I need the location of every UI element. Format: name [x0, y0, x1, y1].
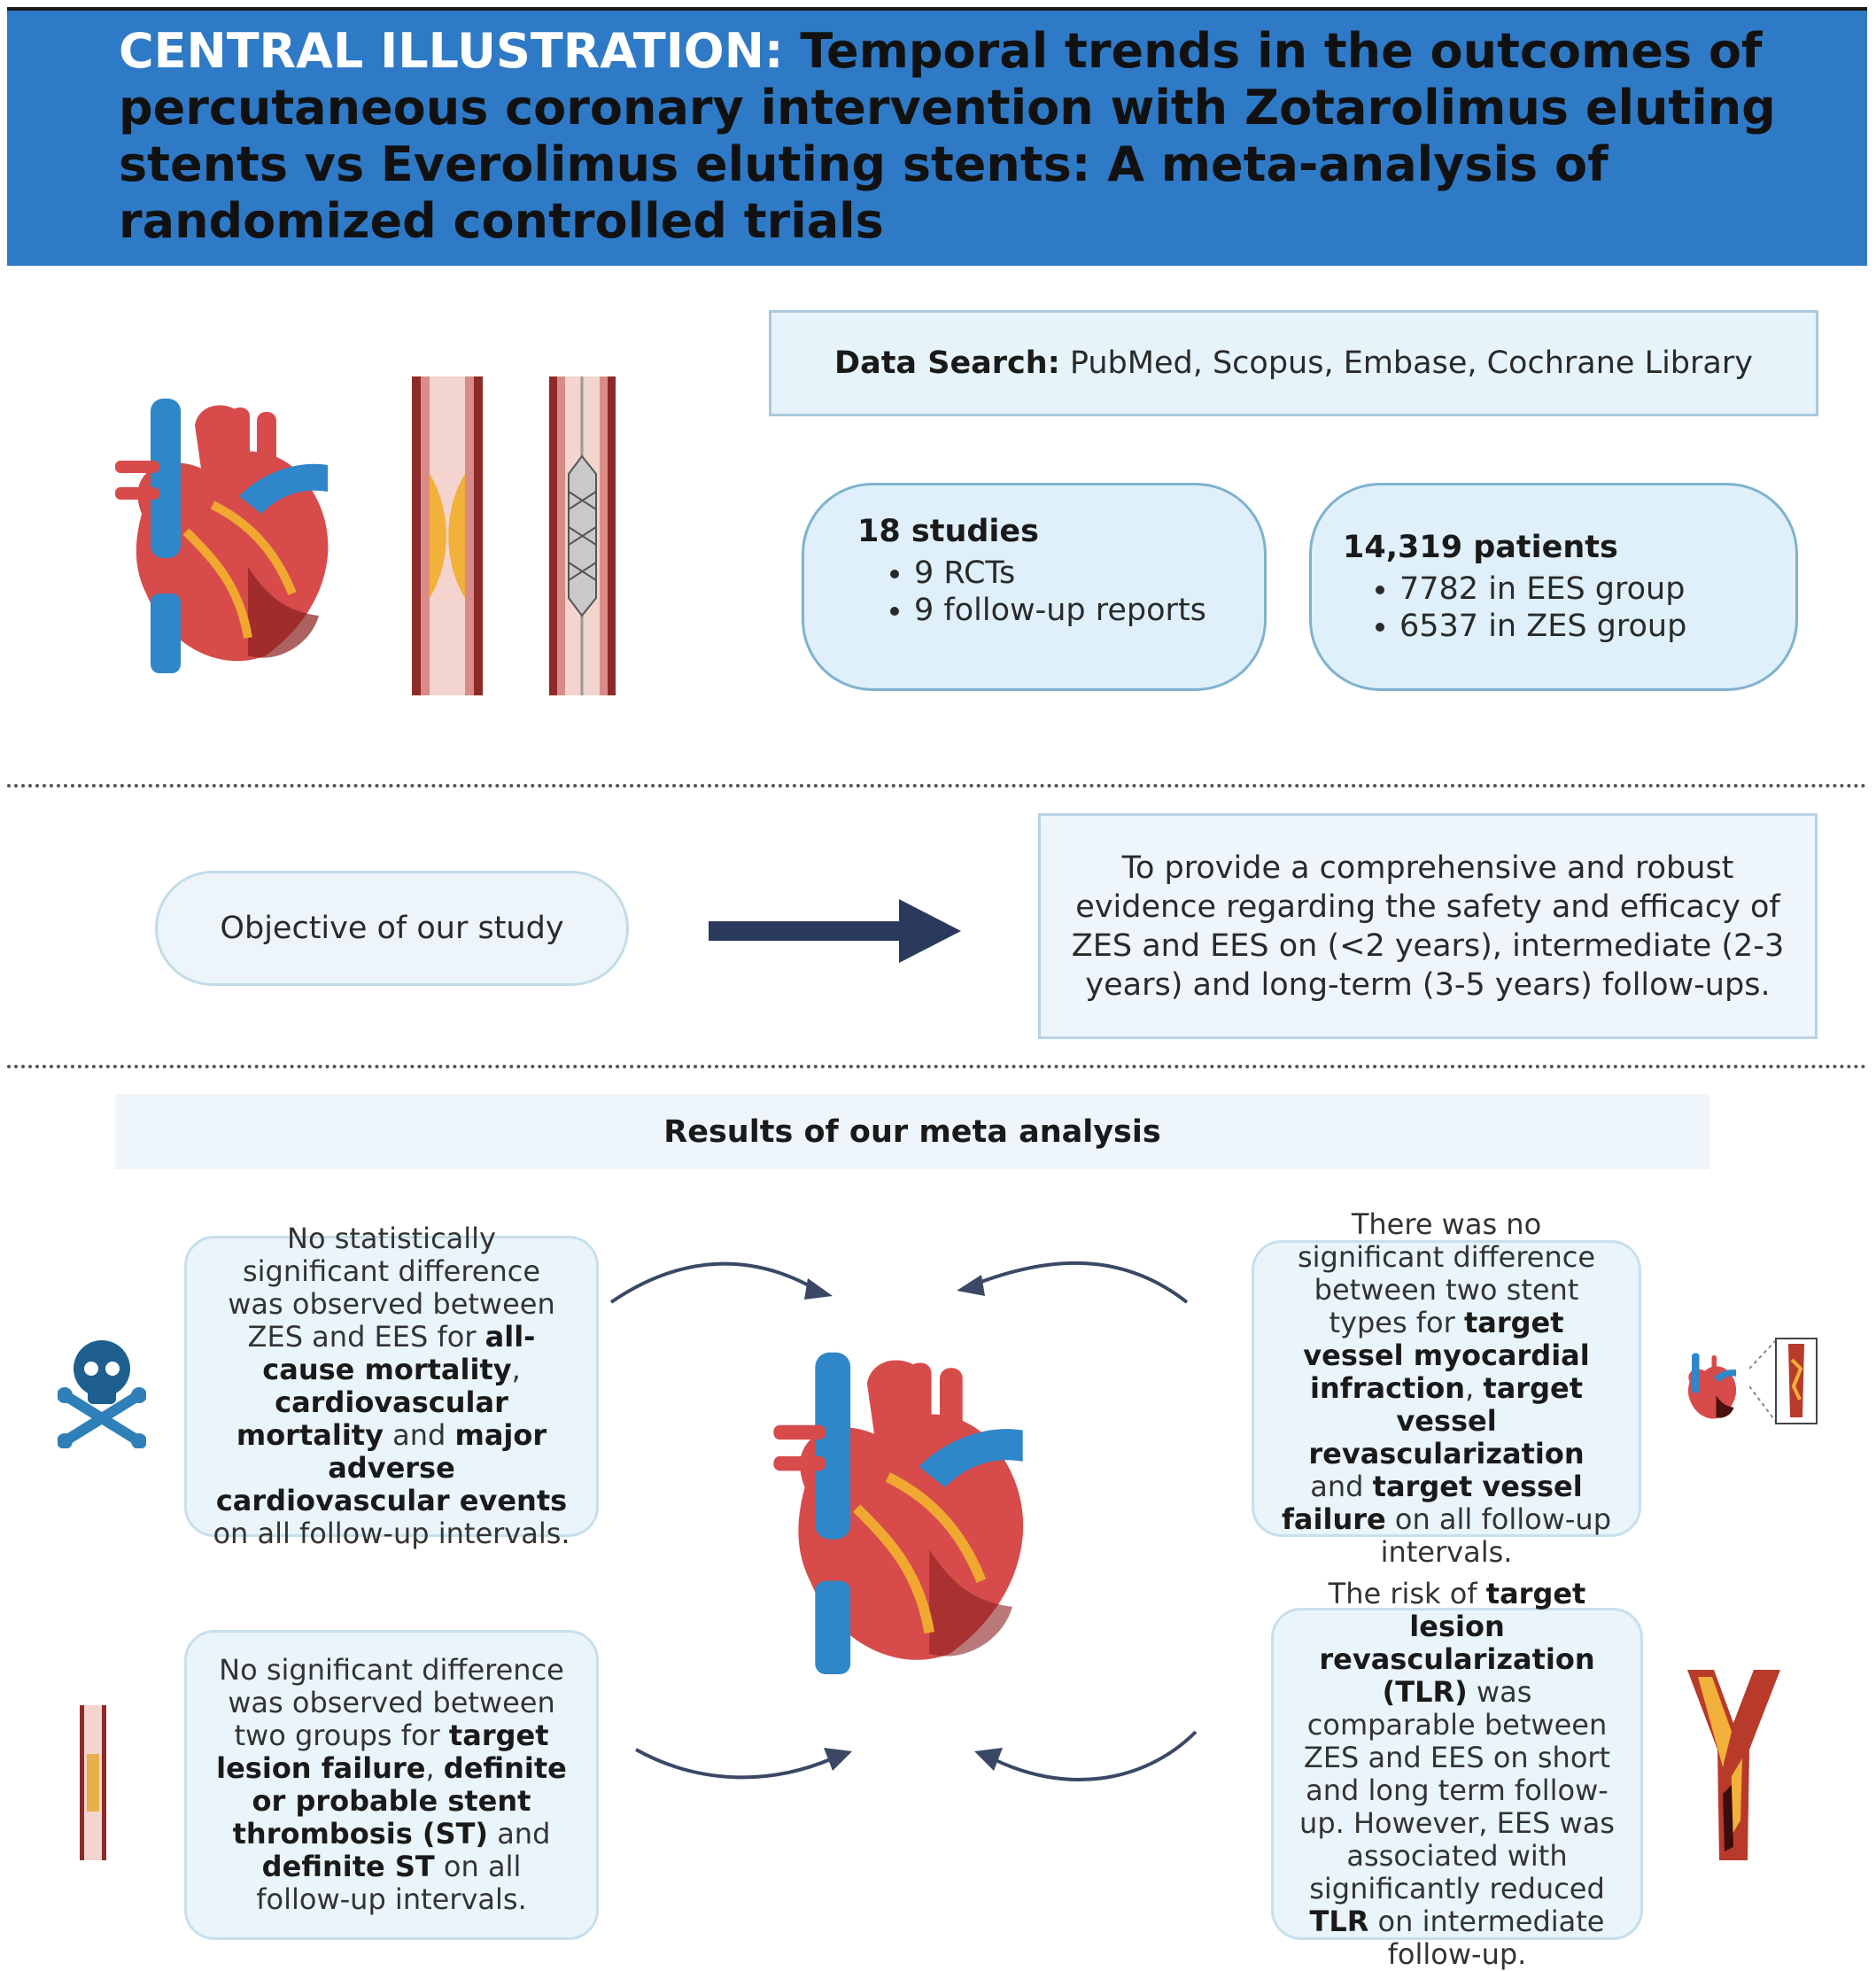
- title-lead: CENTRAL ILLUSTRATION:: [119, 23, 784, 79]
- title-main: Temporal trends in the outcomes of percu…: [119, 23, 1776, 249]
- result-highlight: target lesion failure: [216, 1719, 549, 1785]
- heart-icon: [115, 399, 329, 673]
- result-text: on all follow-up intervals.: [213, 1517, 570, 1550]
- bifurcation-artery-icon: [1687, 1670, 1780, 1860]
- divider: [7, 1065, 1867, 1068]
- result-text: on all follow-up intervals.: [1380, 1502, 1611, 1569]
- results-title-bar: Results of our meta analysis: [115, 1094, 1709, 1169]
- skull-crossbones-icon: [58, 1340, 146, 1448]
- result-text: There was no significant difference betw…: [1297, 1207, 1596, 1339]
- result-highlight: cardiovascular mortality: [236, 1385, 508, 1452]
- results-title: Results of our meta analysis: [663, 1114, 1161, 1150]
- result-highlight: target vessel revascularization: [1308, 1371, 1585, 1470]
- title-text: CENTRAL ILLUSTRATION: Temporal trends in…: [119, 23, 1802, 250]
- stent-balloon-icon: [549, 376, 616, 695]
- result-text: and: [1310, 1470, 1373, 1503]
- result-text: No statistically significant difference …: [228, 1222, 555, 1354]
- stent-vessel-icon: [80, 1705, 106, 1860]
- result-highlight: target vessel failure: [1282, 1470, 1583, 1536]
- result-text: No significant difference was observed b…: [219, 1653, 564, 1752]
- artery-plaque-icon: [412, 376, 483, 695]
- studies-list: 9 RCTs 9 follow-up reports: [857, 555, 1264, 629]
- result-target-vessel-box: There was no significant difference betw…: [1252, 1208, 1641, 1569]
- heart-icon: [1687, 1353, 1737, 1419]
- objective-box: To provide a comprehensive and robust ev…: [1038, 813, 1818, 1039]
- curved-arrows: [609, 1261, 1198, 1781]
- result-text: The risk of: [1328, 1576, 1486, 1610]
- objective-text: To provide a comprehensive and robust ev…: [1071, 850, 1785, 1003]
- result-text: and: [488, 1817, 551, 1851]
- result-text: and: [383, 1418, 455, 1452]
- patients-list: 7782 in EES group 6537 in ZES group: [1343, 570, 1795, 645]
- patients-pill: 14,319 patients 7782 in EES group 6537 i…: [1309, 483, 1798, 691]
- result-highlight: target lesion revascularization (TLR): [1319, 1576, 1595, 1709]
- list-item: 9 RCTs: [914, 555, 1264, 592]
- objective-pill: Objective of our study: [155, 871, 629, 986]
- result-text: on all follow-up intervals.: [256, 1850, 527, 1916]
- studies-pill: 18 studies 9 RCTs 9 follow-up reports: [802, 483, 1267, 691]
- data-search-box: Data Search: PubMed, Scopus, Embase, Coc…: [769, 310, 1818, 416]
- heart-icon: [773, 1352, 1024, 1674]
- result-text: on intermediate follow-up.: [1368, 1904, 1605, 1971]
- arrow-head-icon: [974, 1748, 1003, 1771]
- arrow-right-icon: [709, 899, 961, 963]
- data-search-value: PubMed, Scopus, Embase, Cochrane Library: [1069, 345, 1753, 381]
- objective-label: Objective of our study: [220, 911, 564, 946]
- arrow-head-icon: [824, 1748, 852, 1771]
- artery-zoom-icon: [1749, 1338, 1818, 1424]
- result-highlight: target vessel myocardial infraction: [1303, 1306, 1590, 1405]
- result-text: ,: [511, 1353, 521, 1386]
- arrow-head-icon: [804, 1278, 833, 1300]
- data-search-label: Data Search:: [834, 345, 1060, 381]
- result-stent-thrombosis-box: No significant difference was observed b…: [184, 1630, 599, 1940]
- result-highlight: definite or probable stent thrombosis (S…: [232, 1751, 567, 1851]
- result-text: was comparable between ZES and EES on sh…: [1299, 1674, 1615, 1905]
- divider: [7, 784, 1867, 788]
- studies-title: 18 studies: [857, 514, 1039, 549]
- result-mortality-box: No statistically significant difference …: [184, 1222, 599, 1550]
- patients-title: 14,319 patients: [1343, 530, 1618, 565]
- result-tlr-box: The risk of target lesion revascularizat…: [1271, 1577, 1643, 1970]
- list-item: 7782 in EES group: [1399, 570, 1795, 608]
- result-highlight: TLR: [1309, 1904, 1369, 1938]
- result-highlight: definite ST: [261, 1850, 435, 1883]
- result-text: ,: [1465, 1371, 1484, 1405]
- title-banner: CENTRAL ILLUSTRATION: Temporal trends in…: [7, 7, 1867, 266]
- result-highlight: all-cause mortality: [262, 1320, 536, 1386]
- list-item: 6537 in ZES group: [1399, 608, 1795, 645]
- result-highlight: major adverse cardiovascular events: [215, 1418, 568, 1517]
- arrow-head-icon: [957, 1275, 985, 1296]
- list-item: 9 follow-up reports: [914, 592, 1264, 629]
- result-text: ,: [425, 1751, 444, 1785]
